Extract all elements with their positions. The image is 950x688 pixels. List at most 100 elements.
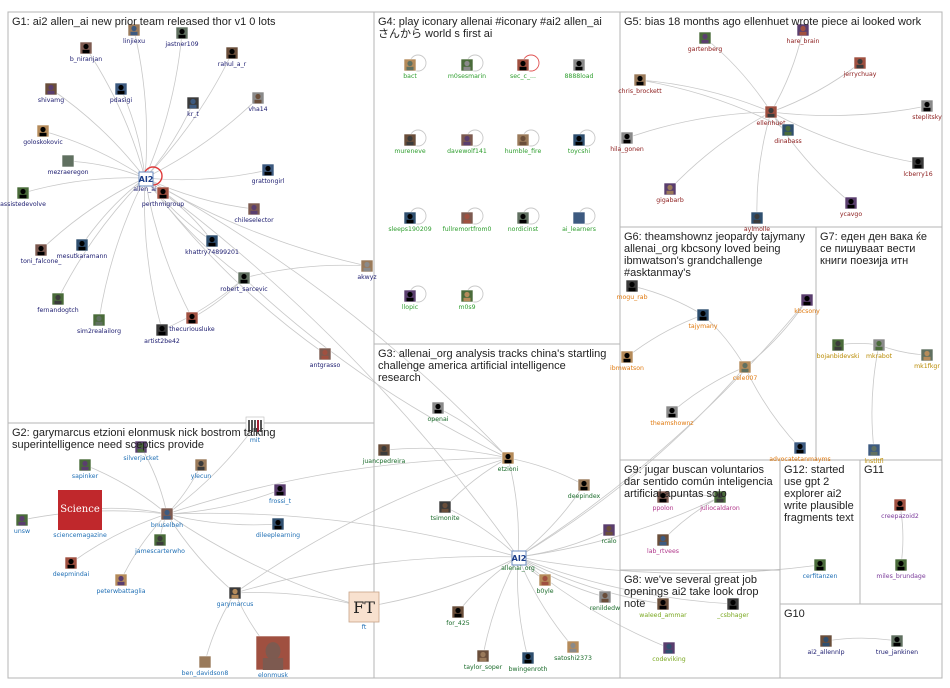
- node-ppolon[interactable]: ppolon: [652, 490, 674, 512]
- node-sleeps190209[interactable]: sleeps190209: [388, 211, 432, 233]
- node-lab-rtvees[interactable]: lab_rtvees: [647, 533, 679, 555]
- node-csbhager[interactable]: _csbhager: [716, 597, 749, 619]
- node-jerrychuay[interactable]: jerrychuay: [843, 56, 877, 78]
- node-tsimonite[interactable]: tsimonite: [430, 500, 460, 522]
- node-khattry74899201[interactable]: khattry74899201: [185, 234, 239, 256]
- node-etzioni[interactable]: etzioni: [498, 451, 519, 473]
- node-hare-brain[interactable]: hare_brain: [787, 23, 820, 45]
- node-akwyz[interactable]: akwyz: [357, 259, 377, 281]
- node-jamescarterwho[interactable]: jamescarterwho: [134, 533, 185, 555]
- node-mureneve[interactable]: mureneve: [394, 133, 426, 155]
- node-taylor-soper[interactable]: taylor_soper: [464, 649, 503, 671]
- node-ellenhuet[interactable]: ellenhuet: [756, 105, 786, 127]
- node-robert-sarcevic[interactable]: robert_sarcevic: [220, 271, 268, 293]
- node-deepmindai[interactable]: deepmindai: [53, 556, 90, 578]
- node-jastner109[interactable]: jastner109: [164, 26, 199, 48]
- node-lcberry16[interactable]: lcberry16: [903, 156, 933, 178]
- node-advocatetanmayms[interactable]: advocatetanmayms: [769, 441, 831, 463]
- node-chris-brockett[interactable]: chris_brockett: [618, 73, 662, 95]
- node-ylecun[interactable]: ylecun: [191, 458, 212, 480]
- node-openai[interactable]: openai: [428, 401, 449, 423]
- node-aylmolle[interactable]: aylmolle: [744, 211, 770, 233]
- node-nordicinst[interactable]: nordicinst: [508, 211, 539, 233]
- node-mogu-rab[interactable]: mogu_rab: [616, 279, 648, 301]
- node-mezraeregon[interactable]: mezraeregon: [47, 154, 89, 176]
- node-davewolf141[interactable]: davewolf141: [447, 133, 487, 155]
- node-waleed-ammar[interactable]: waleed_ammar: [639, 597, 687, 619]
- node-silverjacket[interactable]: silverjacket: [123, 440, 159, 462]
- node-pdasigi[interactable]: pdasigi: [110, 82, 133, 104]
- node-assistedevolve[interactable]: assistedevolve: [0, 186, 46, 208]
- node-mit[interactable]: mit: [245, 416, 265, 444]
- node-ai2-allennlp[interactable]: ai2_allennlp: [807, 634, 845, 656]
- node-juancpedreira[interactable]: juancpedreira: [362, 443, 406, 465]
- node-8888load[interactable]: 8888load: [565, 58, 594, 80]
- node-garymarcus[interactable]: garymarcus: [217, 586, 254, 608]
- node-satoshi2373[interactable]: satoshi2373: [554, 640, 592, 662]
- node-sec-c[interactable]: sec_c_...: [510, 58, 536, 80]
- node-ibmwatson[interactable]: ibmwatson: [610, 350, 644, 372]
- node-cerfitanzen[interactable]: cerfitanzen: [803, 558, 838, 580]
- node-codeviking[interactable]: codeviking: [652, 641, 686, 663]
- node-unsw[interactable]: unsw: [14, 513, 30, 535]
- node-tajymany[interactable]: tajymany: [688, 308, 718, 330]
- node-chileselector[interactable]: chileselector: [234, 202, 274, 224]
- node-toni-falcone[interactable]: toni_falcone_: [21, 243, 63, 265]
- node-true-jankinen[interactable]: true_jankinen: [876, 634, 918, 656]
- node-m0sesmarin[interactable]: m0sesmarin: [448, 58, 486, 80]
- node-fernandogtch[interactable]: fernandogtch: [37, 292, 79, 314]
- node-humble-fire[interactable]: humble_fire: [505, 133, 542, 155]
- node-bnuselbeh[interactable]: bnuselbeh: [151, 507, 183, 529]
- node-llopic[interactable]: llopic: [402, 289, 419, 311]
- node-gartenberg[interactable]: gartenberg: [688, 31, 723, 53]
- node-peterwbattaglia[interactable]: peterwbattaglia: [96, 573, 146, 595]
- node-dileeplearning[interactable]: dileeplearning: [256, 517, 300, 539]
- node-perthmigroup[interactable]: perthmigroup: [142, 186, 184, 208]
- node-rahul-a-r[interactable]: rahul_a_r: [218, 46, 247, 68]
- node-bact[interactable]: bact: [403, 58, 417, 80]
- node-deepindex[interactable]: deepindex: [568, 478, 601, 500]
- node-miles-brundage[interactable]: miles_brundage: [876, 558, 926, 580]
- node-m0s9[interactable]: m0s9: [458, 289, 476, 311]
- node-fullremortfrom0[interactable]: fullremortfrom0: [443, 211, 492, 233]
- node-toycshi[interactable]: toycshi: [568, 133, 590, 155]
- node-ben-davidson8[interactable]: ben_davidson8: [182, 655, 229, 677]
- node-theamshownz[interactable]: theamshownz: [650, 405, 694, 427]
- node-gigabarb[interactable]: gigabarb: [656, 182, 684, 204]
- node-ycavgo[interactable]: ycavgo: [840, 196, 862, 218]
- node-b-niranjan[interactable]: b_niranjan: [70, 41, 102, 63]
- node-dinabass[interactable]: dinabass: [774, 123, 802, 145]
- node-linjiexu[interactable]: linjiexu: [123, 23, 145, 45]
- node-frossi-t[interactable]: frossi_t: [269, 483, 292, 505]
- node-renildedw[interactable]: renildedw: [590, 590, 620, 612]
- node-kbcsony[interactable]: kbcsony: [794, 293, 820, 315]
- node-sim2realailorg[interactable]: sim2realailorg: [77, 313, 121, 335]
- node-mk1fkgr[interactable]: mk1fkgr: [914, 348, 940, 370]
- node-mesutkaramann[interactable]: mesutkaramann: [57, 238, 108, 260]
- node-mkrabot[interactable]: mkrabot: [866, 338, 893, 360]
- node-sapinker[interactable]: sapinker: [72, 458, 99, 480]
- node-hila-gonen[interactable]: hila_gonen: [610, 131, 644, 153]
- node-bwingenroth[interactable]: bwingenroth: [509, 651, 548, 673]
- node-ai-learners[interactable]: ai_learners: [562, 211, 596, 233]
- node-kr-t[interactable]: kr_t: [186, 96, 199, 118]
- node-creepazoid2[interactable]: creepazoid2: [881, 498, 919, 520]
- node-goloskokovic[interactable]: goloskokovic: [23, 124, 63, 146]
- node-for-425[interactable]: for_425: [446, 605, 470, 627]
- node-lnstltfl[interactable]: lnstltfl: [864, 443, 884, 465]
- node-rcalo[interactable]: rcalo: [601, 523, 617, 545]
- node-artist2be42[interactable]: artist2be42: [144, 323, 180, 345]
- node-cele007[interactable]: cele007: [733, 360, 758, 382]
- node-vha14[interactable]: vha14: [248, 91, 268, 113]
- node-antgrasso[interactable]: antgrasso: [310, 347, 341, 369]
- node-juliocaldaron[interactable]: juliocaldaron: [699, 490, 740, 512]
- node-b0yle[interactable]: b0yle: [536, 573, 554, 595]
- node-steplitsky[interactable]: steplitsky: [912, 99, 942, 121]
- node-grattongirl[interactable]: grattongirl: [252, 163, 285, 185]
- node-shivamg[interactable]: shivamg: [38, 82, 64, 104]
- node-elonmusk[interactable]: elonmusk: [255, 635, 291, 679]
